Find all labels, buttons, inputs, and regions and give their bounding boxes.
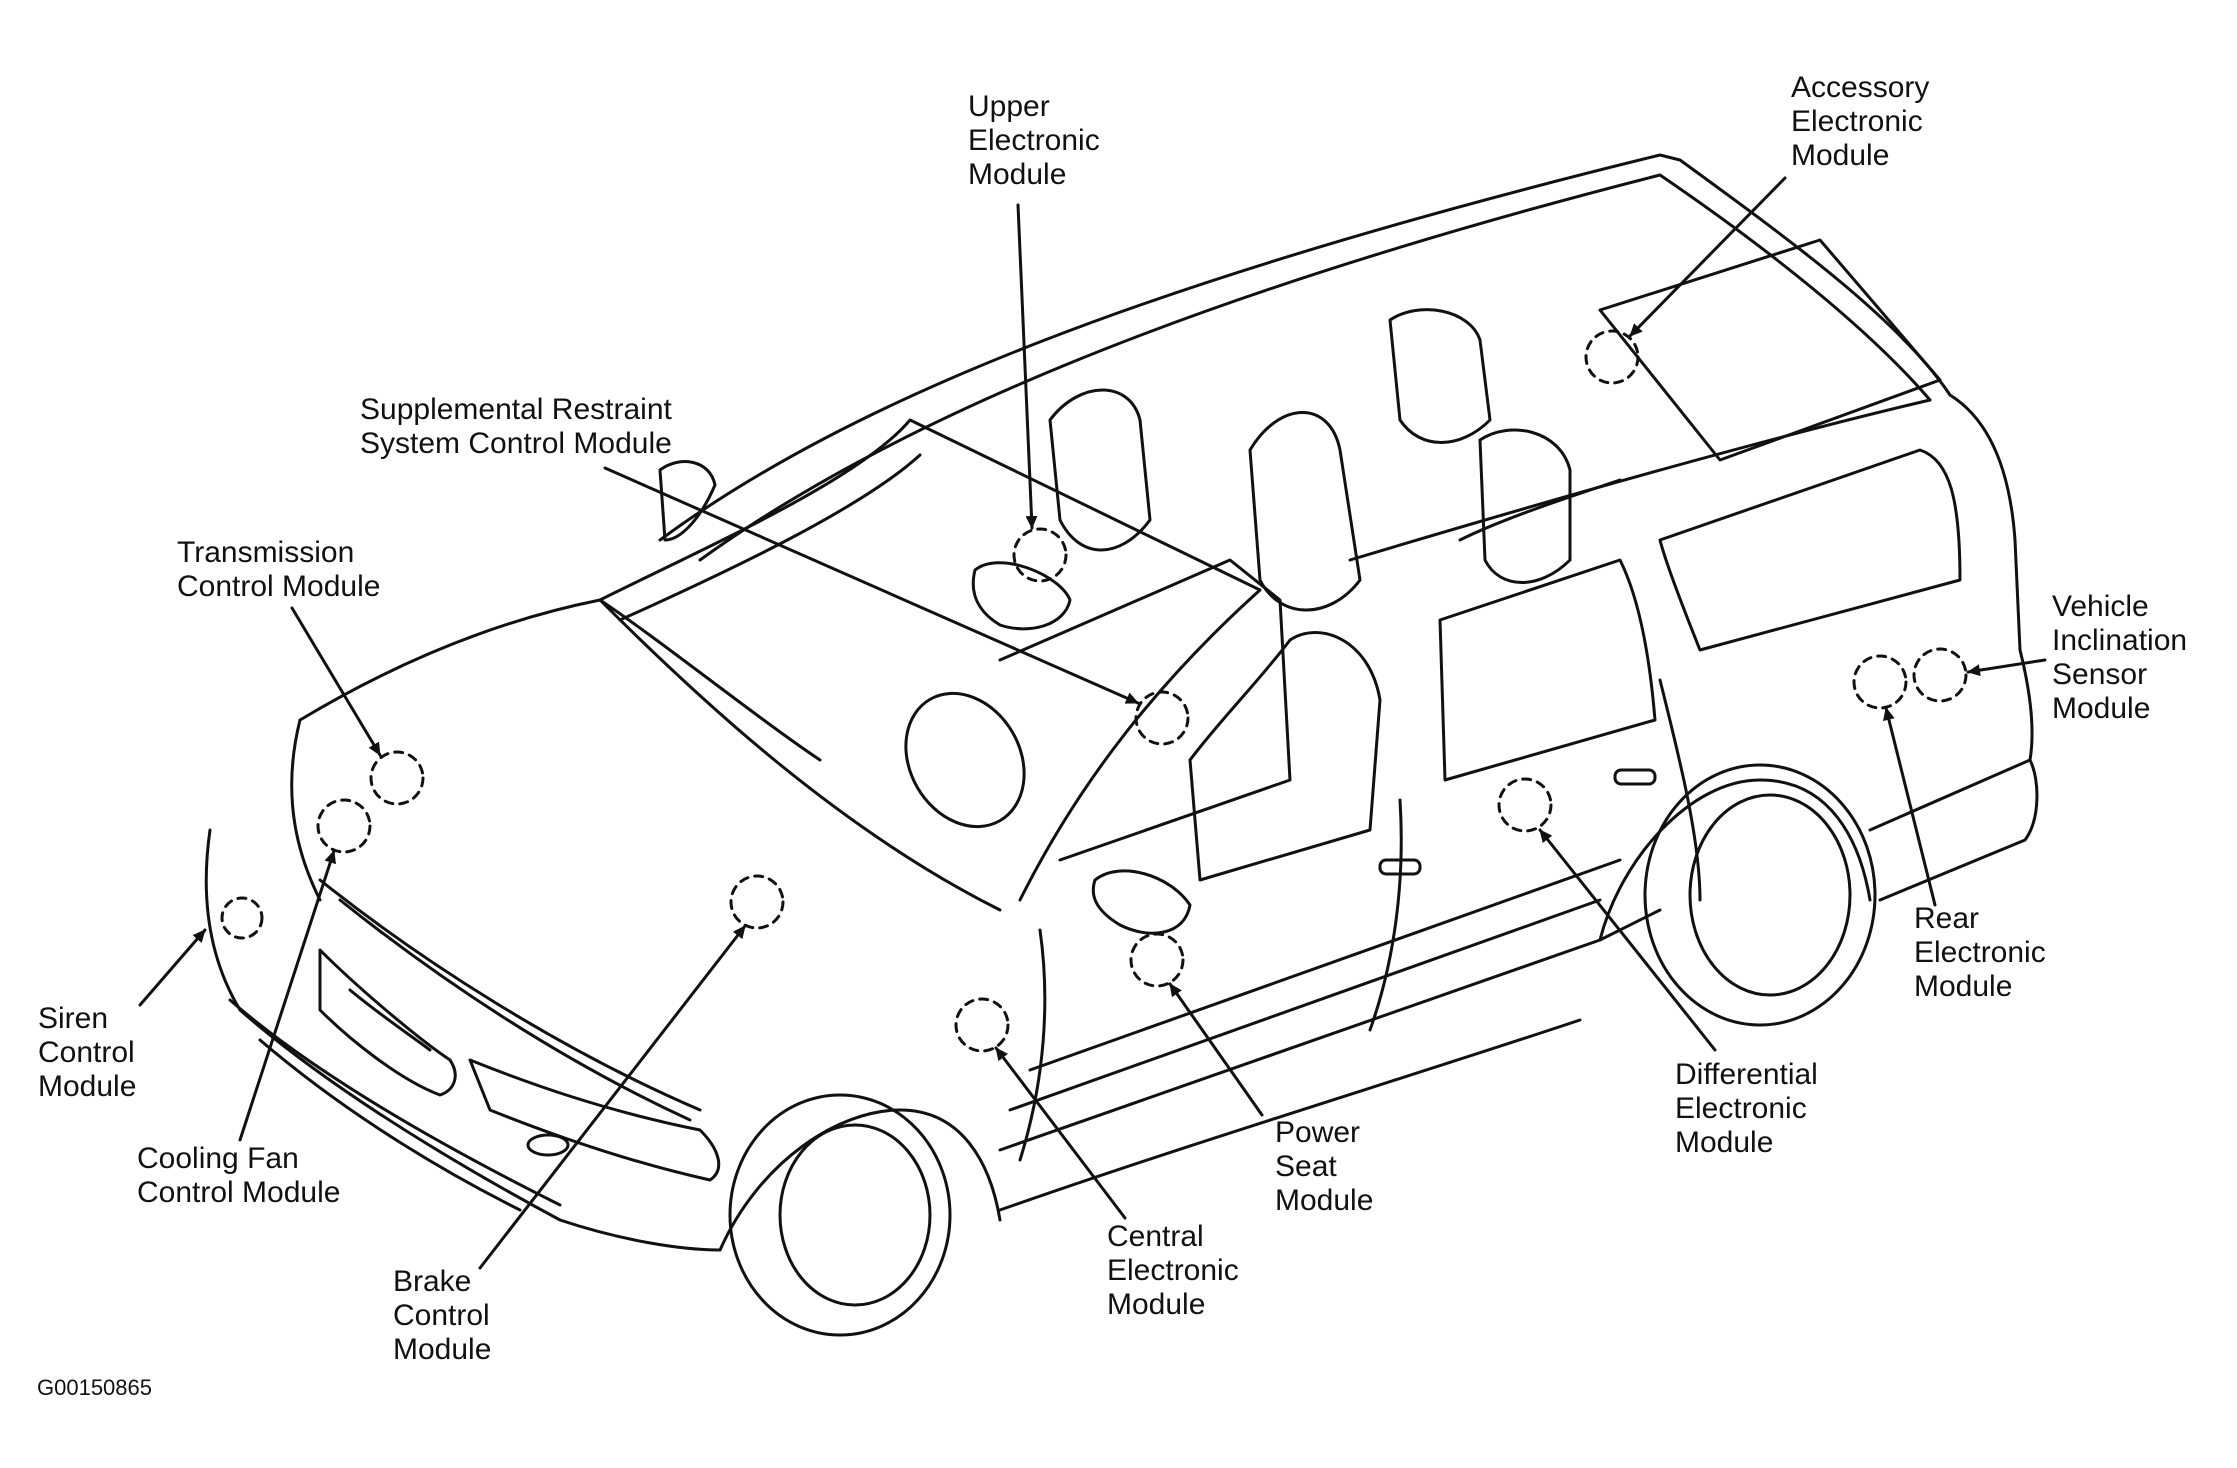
marker-siren-control	[220, 896, 264, 940]
marker-brake-control	[729, 874, 785, 930]
leader-differential-electronic	[1538, 828, 1717, 1052]
label-srs-control-module: Supplemental Restraint System Control Mo…	[360, 393, 672, 460]
leader-srs-control	[603, 466, 1140, 705]
leader-lines	[138, 176, 2047, 1270]
leader-central-electronic	[994, 1046, 1127, 1220]
leader-cooling-fan-control	[238, 849, 336, 1142]
marker-upper-electronic	[1012, 527, 1068, 583]
label-power-seat-module: Power Seat Module	[1275, 1116, 1374, 1217]
marker-central-electronic	[954, 997, 1010, 1053]
label-brake-control-module: Brake Control Module	[393, 1265, 492, 1366]
label-rear-electronic-module: Rear Electronic Module	[1914, 902, 2046, 1003]
leader-siren-control	[138, 928, 207, 1007]
marker-transmission-control	[369, 750, 425, 806]
module-location-markers	[220, 329, 1968, 1053]
label-cooling-fan-control-module: Cooling Fan Control Module	[137, 1142, 341, 1209]
leader-transmission-control	[290, 606, 382, 757]
label-transmission-control-module: Transmission Control Module	[177, 536, 381, 603]
marker-accessory-electronic	[1584, 329, 1640, 385]
leader-power-seat	[1168, 982, 1264, 1117]
leader-accessory-electronic	[1628, 176, 1787, 338]
label-central-electronic-module: Central Electronic Module	[1107, 1220, 1239, 1321]
label-siren-control-module: Siren Control Module	[38, 1002, 137, 1103]
marker-srs-control	[1134, 690, 1190, 746]
car-body-outline	[204, 153, 2039, 1337]
leader-rear-electronic	[1883, 706, 1937, 907]
marker-vehicle-inclination	[1912, 647, 1968, 703]
marker-power-seat	[1129, 932, 1185, 988]
label-differential-electronic-module: Differential Electronic Module	[1675, 1058, 1818, 1159]
marker-cooling-fan-control	[316, 798, 372, 854]
diagram-code: G00150865	[37, 1375, 152, 1400]
marker-rear-electronic	[1852, 654, 1908, 710]
label-accessory-electronic-module: Accessory Electronic Module	[1791, 71, 1930, 172]
leader-brake-control	[478, 924, 747, 1270]
leader-upper-electronic	[1016, 203, 1038, 530]
label-vehicle-inclination-sensor-module: Vehicle Inclination Sensor Module	[2052, 590, 2188, 725]
marker-differential-electronic	[1497, 777, 1553, 833]
leader-vehicle-inclination	[1966, 658, 2047, 677]
label-upper-electronic-module: Upper Electronic Module	[968, 90, 1100, 191]
